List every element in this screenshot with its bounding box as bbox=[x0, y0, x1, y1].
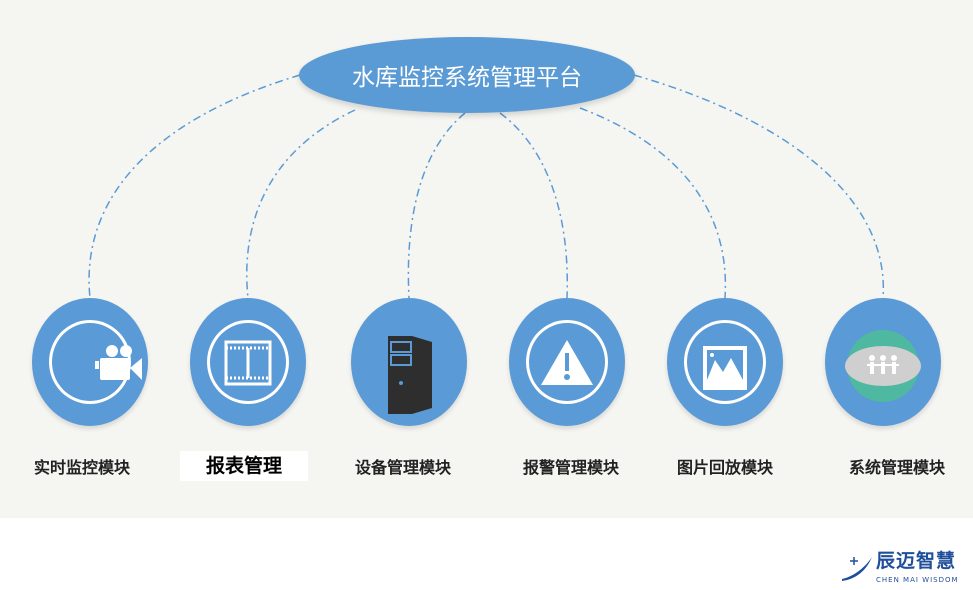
film-icon bbox=[224, 340, 272, 386]
module-device[interactable] bbox=[351, 298, 467, 426]
computer-tower-icon bbox=[388, 336, 432, 414]
module-image-playback[interactable] bbox=[667, 298, 783, 426]
connector bbox=[579, 107, 727, 299]
module-label: 实时监控模块 bbox=[33, 458, 130, 477]
connector bbox=[407, 112, 466, 299]
company-logo: 辰迈智慧 CHEN MAI WISDOM bbox=[840, 551, 973, 587]
module-label: 报表管理 bbox=[180, 451, 308, 481]
module-label: 图片回放模块 bbox=[676, 458, 773, 477]
module-realtime-monitor[interactable] bbox=[32, 298, 148, 426]
image-icon bbox=[703, 346, 747, 390]
warning-icon bbox=[541, 340, 593, 385]
module-label: 设备管理模块 bbox=[354, 458, 451, 477]
logo-en-text: CHEN MAI WISDOM bbox=[876, 576, 959, 584]
module-label: 报警管理模块 bbox=[522, 458, 619, 477]
logo-swoosh-icon bbox=[842, 557, 872, 581]
people-icon bbox=[845, 330, 921, 402]
connector bbox=[499, 112, 569, 299]
connector bbox=[633, 74, 885, 299]
module-label: 系统管理模块 bbox=[848, 458, 945, 477]
connector bbox=[88, 74, 301, 299]
platform-title: 水库监控系统管理平台 bbox=[299, 37, 635, 113]
video-camera-icon bbox=[95, 345, 142, 380]
module-alarm[interactable] bbox=[509, 298, 625, 426]
logo-cn-text: 辰迈智慧 bbox=[876, 550, 957, 572]
module-system[interactable] bbox=[825, 298, 941, 426]
connector bbox=[246, 109, 356, 299]
module-report[interactable] bbox=[190, 298, 306, 426]
